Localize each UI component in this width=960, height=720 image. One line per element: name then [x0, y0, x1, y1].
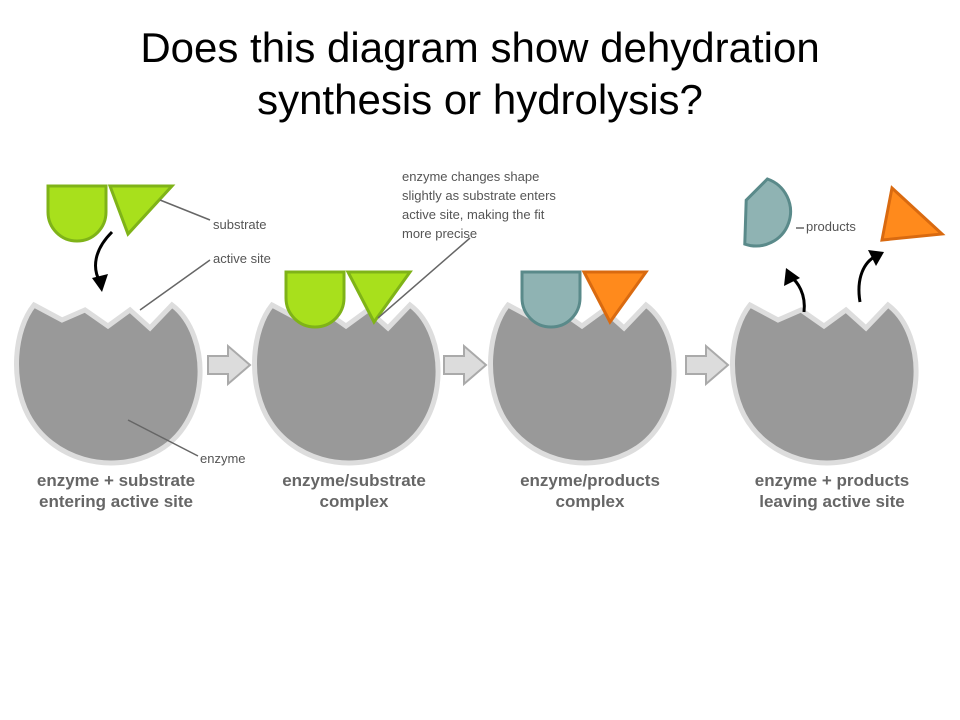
shape-change-line-3: active site, making the fit [402, 207, 545, 222]
shape-change-label: enzyme changes shape slightly as substra… [402, 169, 556, 241]
stage-3: enzyme/products complex [491, 270, 675, 511]
shape-change-line-2: slightly as substrate enters [402, 188, 556, 203]
stage-4-caption-line-2: leaving active site [759, 492, 905, 511]
shape-change-leader-line [377, 237, 471, 319]
stage-3-caption-line-1: enzyme/products [520, 471, 660, 490]
arrow-head [784, 268, 800, 286]
step-arrow-1 [207, 343, 252, 387]
arrow-head [92, 274, 108, 292]
active-site-label: active site [213, 251, 271, 266]
stage-1: substrate active site enzyme enzyme + su… [17, 184, 271, 511]
stage-2-caption-line-2: complex [320, 492, 390, 511]
enzyme-diagram: substrate active site enzyme enzyme + su… [0, 150, 960, 530]
shape-change-line-4: more precise [402, 226, 477, 241]
enzyme-shape [17, 305, 201, 463]
title-line-1: Does this diagram show dehydration [140, 24, 820, 71]
arrow-head [868, 250, 884, 266]
substrate-triangle [345, 270, 413, 325]
substrate-leader-line [159, 199, 211, 221]
substrate-triangle [107, 184, 176, 237]
product-drop [520, 270, 582, 329]
product-triangle [880, 185, 946, 242]
product-drop [743, 177, 793, 248]
stage-2-caption-line-1: enzyme/substrate [282, 471, 426, 490]
products-label: products [806, 219, 856, 234]
slide-title: Does this diagram show dehydration synth… [0, 22, 960, 126]
active-site-leader-line [139, 259, 211, 311]
substrate-half-circle [46, 184, 108, 243]
stage-3-caption-line-2: complex [556, 492, 626, 511]
stage-2: enzyme/substrate complex [255, 237, 471, 511]
product-triangle [581, 270, 649, 325]
shape-change-line-1: enzyme changes shape [402, 169, 539, 184]
enzyme-leader-line [127, 419, 199, 457]
stage-4: products enzyme + products leaving activ… [724, 177, 946, 511]
stage-4-caption-line-1: enzyme + products [755, 471, 909, 490]
enzyme-label: enzyme [200, 451, 246, 466]
step-arrow-3 [685, 343, 730, 387]
enzyme-shape [491, 305, 675, 463]
enzyme-shape [255, 305, 439, 463]
title-line-2: synthesis or hydrolysis? [257, 76, 703, 123]
stage-1-caption-line-2: entering active site [39, 492, 193, 511]
stage-1-caption-line-1: enzyme + substrate [37, 471, 195, 490]
enzyme-shape [733, 305, 917, 463]
step-arrow-2 [443, 343, 488, 387]
product-leaving-arrow-right [857, 254, 877, 303]
substrate-half-circle [284, 270, 346, 329]
substrate-entering-arrow [94, 230, 114, 283]
substrate-label: substrate [213, 217, 266, 232]
